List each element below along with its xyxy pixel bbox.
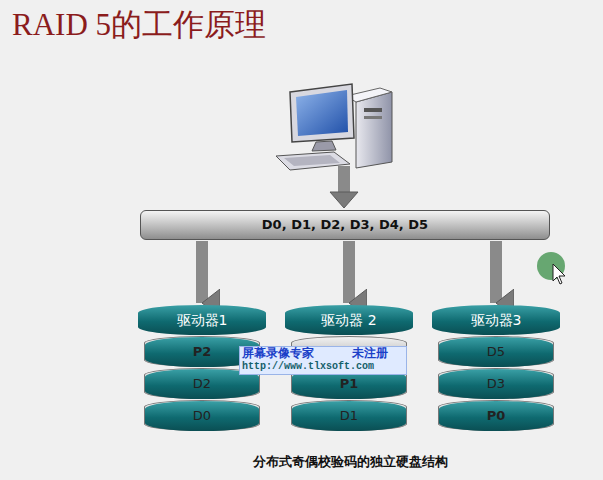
block-label: D1 xyxy=(292,401,406,431)
disk-platter: D3 xyxy=(438,368,554,399)
data-bus-bar: D0, D1, D2, D3, D4, D5 xyxy=(140,210,550,240)
disk-platter: D5 xyxy=(438,336,554,367)
mouse-cursor xyxy=(537,252,565,284)
disk-platter: D0 xyxy=(144,400,260,431)
drive-name: 驱动器3 xyxy=(432,305,560,335)
block-label: D3 xyxy=(439,369,553,399)
disk-platter: D1 xyxy=(291,400,407,431)
watermark-url: http://www.tlxsoft.com xyxy=(242,361,374,372)
drive-stack: 驱动器3D5D3P0 xyxy=(432,305,560,433)
bus-label: D0, D1, D2, D3, D4, D5 xyxy=(141,211,549,239)
flow-arrow xyxy=(196,241,208,303)
watermark-text: 未注册 xyxy=(352,347,388,360)
caption: 分布式奇偶校验码的独立硬盘结构 xyxy=(253,453,448,471)
flow-arrow xyxy=(490,241,502,303)
down-arrow xyxy=(330,166,358,208)
drive-name: 驱动器1 xyxy=(138,305,266,335)
title: RAID 5的工作原理 xyxy=(12,4,266,46)
drive-name: 驱动器 2 xyxy=(285,305,413,335)
disk-platter: P0 xyxy=(438,400,554,431)
block-label: D5 xyxy=(439,337,553,367)
flow-arrow xyxy=(343,241,355,303)
computer-icon xyxy=(276,84,392,170)
block-label: D0 xyxy=(145,401,259,431)
watermark-text: 屏幕录像专家 xyxy=(242,347,314,360)
block-label: P0 xyxy=(439,401,553,431)
